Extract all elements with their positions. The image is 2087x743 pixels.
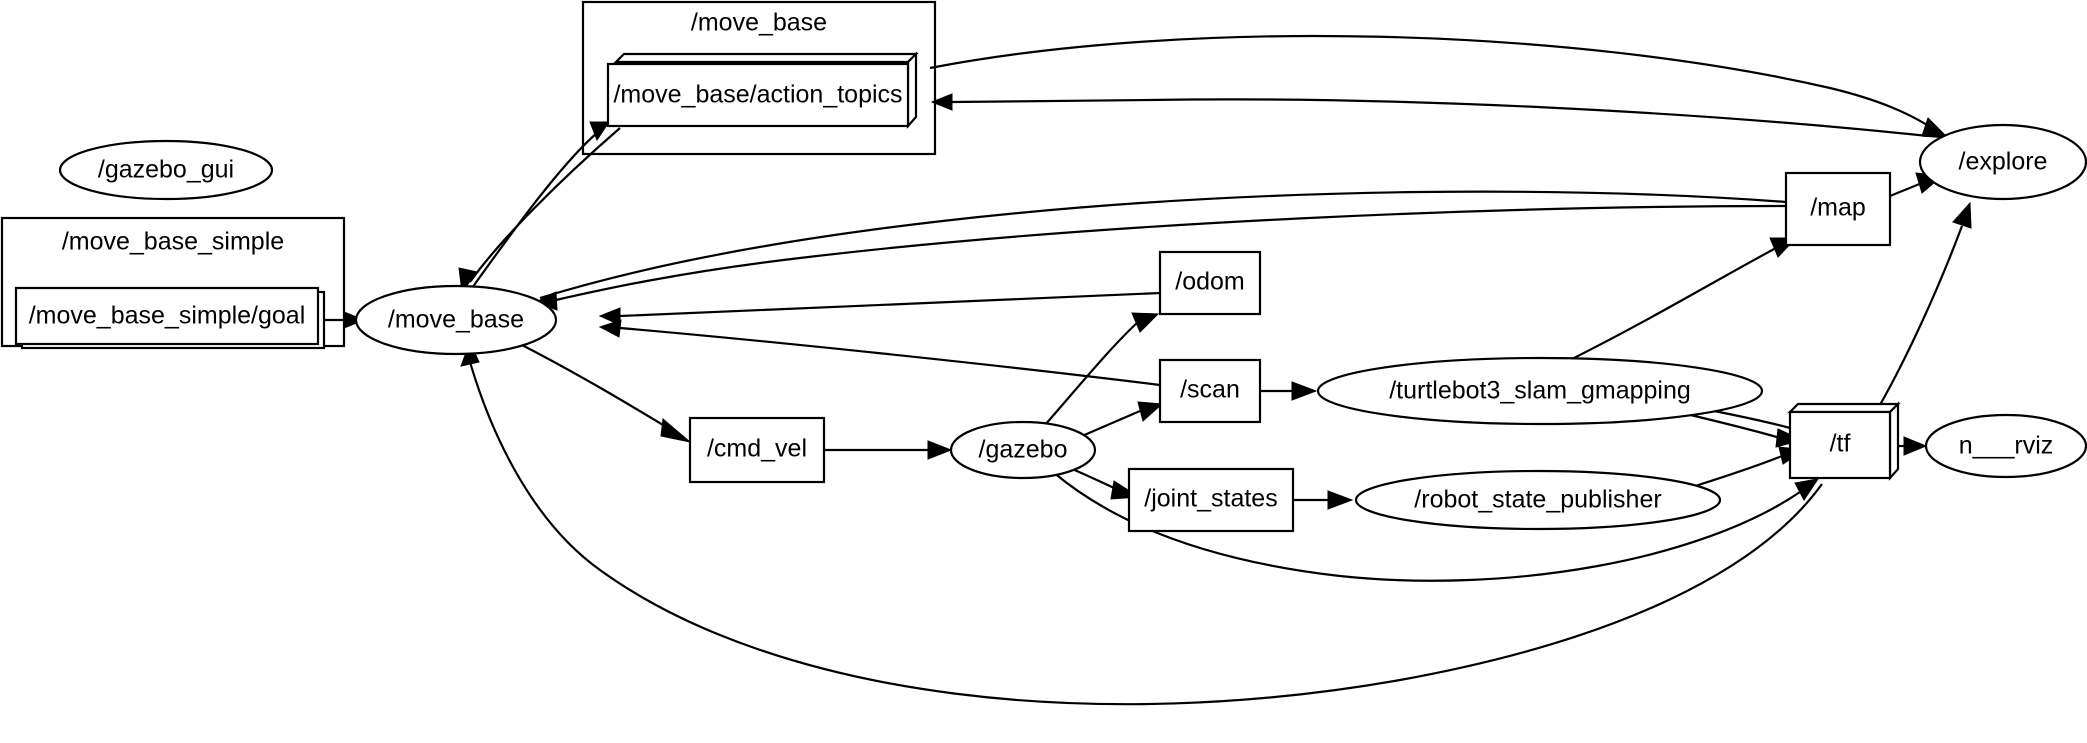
edge-scan-to-gmapping bbox=[1261, 381, 1318, 401]
node-joint-states-label: /joint_states bbox=[1144, 485, 1277, 513]
edge-goal-to-movebase bbox=[324, 311, 366, 329]
cluster-move-base-border bbox=[581, 0, 937, 156]
node-explore-label: /explore bbox=[1959, 148, 2048, 176]
node-tf-label: /tf bbox=[1830, 430, 1851, 458]
node-move-base-simple-goal[interactable]: /move_base_simple/goal bbox=[14, 286, 326, 350]
edge-gazebo-to-odom bbox=[1044, 312, 1160, 426]
cluster-move-base: /move_base bbox=[581, 0, 937, 156]
node-gazebo-gui-label: /gazebo_gui bbox=[98, 156, 234, 184]
node-cmd-vel[interactable]: /cmd_vel bbox=[688, 416, 826, 484]
edge-gazebo-to-scan bbox=[1081, 401, 1164, 438]
node-n-rviz-label: n___rviz bbox=[1959, 432, 2054, 460]
node-gazebo-gui[interactable]: /gazebo_gui bbox=[58, 139, 274, 201]
edge-gmapping-to-map bbox=[1569, 237, 1798, 361]
node-move-base[interactable]: /move_base bbox=[354, 284, 558, 356]
node-gazebo-label: /gazebo bbox=[979, 436, 1068, 464]
node-layer: /move_base/action_topics /gazebo_gui /mo… bbox=[14, 51, 2087, 533]
edge-movebase-to-cmdvel bbox=[521, 344, 691, 443]
node-turtlebot3-slam-gmapping-label: /turtlebot3_slam_gmapping bbox=[1389, 377, 1691, 405]
node-tf[interactable]: /tf bbox=[1787, 401, 1901, 481]
node-n-rviz[interactable]: n___rviz bbox=[1924, 413, 2087, 479]
node-turtlebot3-slam-gmapping[interactable]: /turtlebot3_slam_gmapping bbox=[1316, 356, 1764, 426]
edge-odom-to-movebase bbox=[598, 291, 1161, 326]
cluster-move-base-simple-label: /move_base_simple bbox=[62, 228, 284, 256]
edge-layer bbox=[324, 34, 1972, 706]
edge-scan-to-movebase bbox=[598, 319, 1161, 387]
edge-explore-to-actiontopics bbox=[930, 93, 1929, 138]
edge-cmdvel-to-gazebo bbox=[824, 440, 953, 460]
node-gazebo[interactable]: /gazebo bbox=[949, 420, 1097, 480]
node-robot-state-publisher-label: /robot_state_publisher bbox=[1414, 486, 1661, 514]
edge-movebase-to-map bbox=[539, 190, 1787, 300]
node-move-base-label: /move_base bbox=[388, 306, 524, 334]
node-odom[interactable]: /odom bbox=[1158, 250, 1262, 316]
node-scan-label: /scan bbox=[1180, 376, 1240, 404]
node-cmd-vel-label: /cmd_vel bbox=[707, 435, 807, 463]
edge-movebase-to-actiontopics bbox=[471, 121, 610, 289]
edge-rsp-to-tf bbox=[1691, 446, 1806, 489]
cluster-move-base-label: /move_base bbox=[691, 9, 827, 37]
edge-actiontopics-to-movebase bbox=[458, 127, 621, 294]
edge-jointstates-to-rsp bbox=[1293, 490, 1354, 510]
node-move-base-action-topics-label: /move_base/action_topics bbox=[613, 81, 902, 109]
node-move-base-action-topics[interactable]: /move_base/action_topics bbox=[606, 51, 919, 129]
node-robot-state-publisher[interactable]: /robot_state_publisher bbox=[1354, 469, 1722, 531]
node-map-label: /map bbox=[1810, 194, 1866, 222]
node-map[interactable]: /map bbox=[1784, 171, 1892, 247]
node-move-base-simple-goal-label: /move_base_simple/goal bbox=[29, 302, 306, 330]
node-odom-label: /odom bbox=[1175, 268, 1244, 296]
node-explore[interactable]: /explore bbox=[1918, 123, 2087, 201]
node-scan[interactable]: /scan bbox=[1158, 358, 1262, 424]
node-joint-states[interactable]: /joint_states bbox=[1127, 467, 1295, 533]
edge-tf-to-explore bbox=[1875, 201, 1972, 413]
edge-actiontopics-to-explore bbox=[929, 34, 1950, 139]
